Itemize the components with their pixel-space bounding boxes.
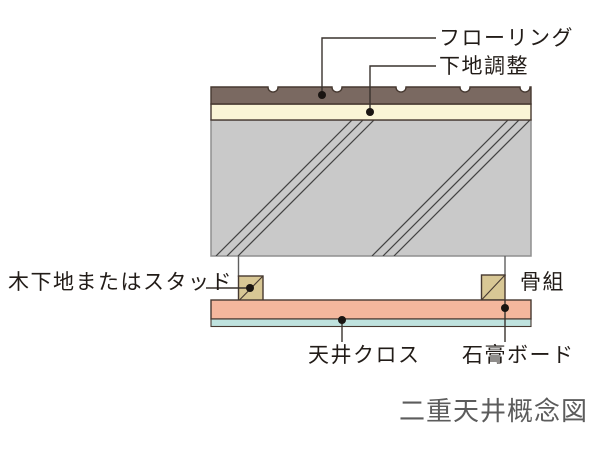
- concrete-slab-layer: [210, 119, 532, 257]
- hatch-line: [237, 120, 375, 256]
- label-base-adjust: 下地調整: [439, 55, 529, 78]
- stud-dot: [246, 284, 254, 292]
- base-adjust-dot: [366, 108, 374, 116]
- right-stud-block: [480, 274, 506, 301]
- base-adjust-leader-line: [369, 65, 436, 112]
- flooring-layer: [210, 86, 532, 105]
- gypsum-dot: [501, 304, 509, 312]
- hatch-line: [226, 120, 364, 256]
- gypsum-board-layer: [210, 299, 532, 320]
- hatch-line: [393, 120, 531, 256]
- stud-block-diagonal: [481, 274, 506, 301]
- label-flooring: フローリング: [439, 27, 574, 50]
- slab-hatch-group: [215, 120, 531, 256]
- diagram-caption: 二重天井概念図: [399, 397, 588, 426]
- hatch-line: [371, 120, 509, 256]
- flooring-leader-line: [321, 37, 436, 95]
- ceiling-cloth-dot: [338, 316, 346, 324]
- hatch-line: [215, 120, 353, 256]
- label-gypsum-board: 石膏ボード: [462, 344, 575, 367]
- ceiling-cloth-layer: [210, 318, 532, 328]
- hatch-line: [382, 120, 520, 256]
- flooring-dot: [318, 91, 326, 99]
- label-wood-base-or-stud: 木下地またはスタッド: [8, 271, 233, 294]
- label-frame: 骨組: [520, 271, 565, 294]
- label-ceiling-cloth: 天井クロス: [308, 344, 421, 367]
